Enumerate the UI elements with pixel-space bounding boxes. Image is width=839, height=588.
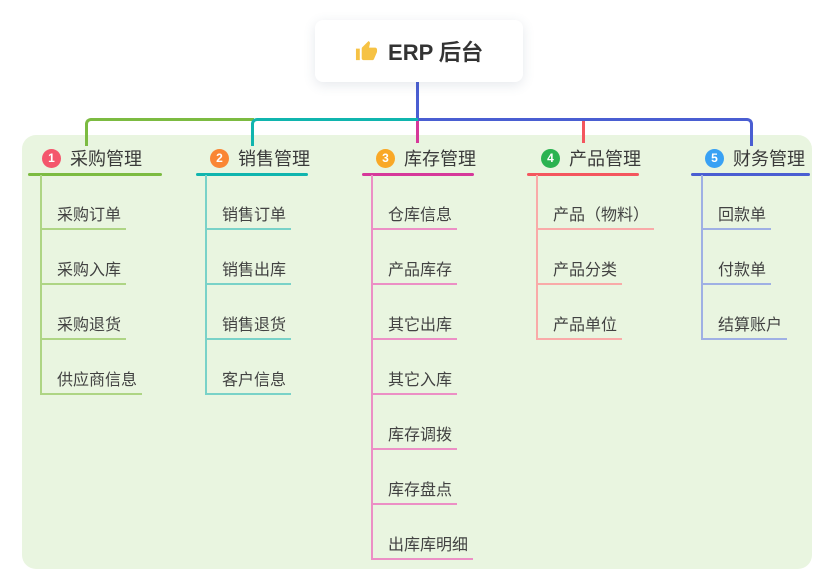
leaf-node[interactable]: 付款单 bbox=[701, 262, 772, 285]
branch-title: 采购管理 bbox=[70, 149, 142, 169]
branch-header[interactable]: 4 产品管理 bbox=[527, 148, 641, 169]
branch-title: 产品管理 bbox=[569, 149, 641, 169]
connector-branch-4-line bbox=[582, 121, 585, 143]
branch-title: 财务管理 bbox=[733, 149, 805, 169]
leaf-node[interactable]: 产品库存 bbox=[371, 262, 458, 285]
branch-underline bbox=[28, 173, 162, 176]
connector-branch-1-line bbox=[85, 118, 254, 146]
leaf-node[interactable]: 销售退货 bbox=[205, 317, 292, 340]
branch-4: 4 产品管理 产品（物料） 产品分类产品单位 bbox=[527, 148, 655, 340]
branch-header[interactable]: 1 采购管理 bbox=[28, 148, 142, 169]
branch-spine-line bbox=[371, 175, 373, 560]
leaf-node[interactable]: 销售出库 bbox=[205, 262, 292, 285]
connector-branch-5-line bbox=[418, 118, 753, 146]
branch-header[interactable]: 2 销售管理 bbox=[196, 148, 310, 169]
leaf-node[interactable]: 回款单 bbox=[701, 207, 772, 230]
leaf-node[interactable]: 结算账户 bbox=[701, 317, 788, 340]
leaf-node[interactable]: 库存盘点 bbox=[371, 482, 458, 505]
branch-group-panel bbox=[22, 135, 812, 569]
leaf-node[interactable]: 客户信息 bbox=[205, 372, 292, 395]
leaf-node[interactable]: 销售订单 bbox=[205, 207, 292, 230]
connector-trunk-line bbox=[416, 82, 419, 119]
root-node-label: ERP 后台 bbox=[388, 40, 483, 65]
branch-spine-line bbox=[701, 175, 703, 340]
branch-title: 库存管理 bbox=[404, 149, 476, 169]
leaf-node[interactable]: 其它出库 bbox=[371, 317, 458, 340]
leaf-node[interactable]: 采购退货 bbox=[40, 317, 127, 340]
leaf-node[interactable]: 供应商信息 bbox=[40, 372, 143, 395]
connector-branch-2-line bbox=[251, 118, 421, 146]
branch-underline bbox=[691, 173, 810, 176]
branch-number-badge: 1 bbox=[42, 148, 61, 168]
branch-spine-line bbox=[205, 175, 207, 395]
branch-spine-line bbox=[40, 175, 42, 395]
leaf-node[interactable]: 仓库信息 bbox=[371, 207, 458, 230]
branch-underline bbox=[527, 173, 639, 176]
leaf-node[interactable]: 采购订单 bbox=[40, 207, 127, 230]
branch-spine-line bbox=[536, 175, 538, 340]
branch-2: 2 销售管理 销售订单销售出库销售退货客户信息 bbox=[196, 148, 310, 395]
branch-number-badge: 5 bbox=[705, 148, 724, 168]
branch-1: 1 采购管理 采购订单采购入库采购退货供应商信息 bbox=[28, 148, 162, 395]
leaf-node[interactable]: 产品单位 bbox=[536, 317, 623, 340]
leaf-node[interactable]: 采购入库 bbox=[40, 262, 127, 285]
leaf-node[interactable]: 其它入库 bbox=[371, 372, 458, 395]
branch-header[interactable]: 3 库存管理 bbox=[362, 148, 476, 169]
branch-header[interactable]: 5 财务管理 bbox=[691, 148, 805, 169]
leaf-node[interactable]: 出库库明细 bbox=[371, 537, 474, 560]
branch-title: 销售管理 bbox=[238, 149, 310, 169]
leaf-node[interactable]: 产品（物料） bbox=[536, 207, 655, 230]
branch-number-badge: 4 bbox=[541, 148, 560, 168]
leaf-node[interactable]: 产品分类 bbox=[536, 262, 623, 285]
branch-3: 3 库存管理 仓库信息产品库存其它出库其它入库库存调拨库存盘点出库库明细 bbox=[362, 148, 476, 560]
branch-underline bbox=[196, 173, 308, 176]
leaf-node[interactable]: 库存调拨 bbox=[371, 427, 458, 450]
thumbs-up-icon bbox=[355, 40, 378, 63]
root-node[interactable]: ERP 后台 bbox=[315, 20, 523, 82]
branch-underline bbox=[362, 173, 474, 176]
branch-number-badge: 2 bbox=[210, 148, 229, 168]
branch-5: 5 财务管理 回款单付款单结算账户 bbox=[691, 148, 810, 340]
branch-number-badge: 3 bbox=[376, 148, 395, 168]
connector-branch-3-line bbox=[416, 121, 419, 143]
